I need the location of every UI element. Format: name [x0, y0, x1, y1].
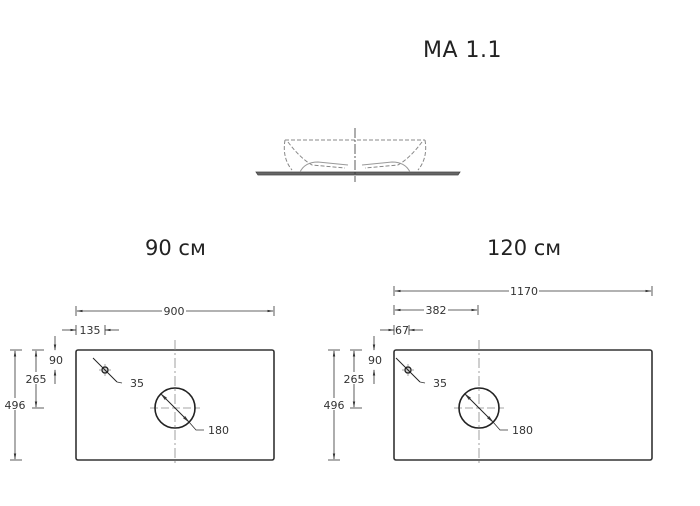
dim-width-90: 900: [164, 305, 185, 318]
dim-hole-diameter-90: 35: [130, 377, 144, 390]
drawing-90cm: 900 135 90 265 496 35 180: [2, 304, 275, 466]
dim-hole-x-120: 67: [395, 324, 409, 337]
dim-basin-y-120: 265: [344, 373, 365, 386]
dim-width-120: 1170: [510, 285, 538, 298]
variant-label-90: 90 см: [145, 236, 206, 260]
drawing-120cm: 1170 382 67 90 265 496 35 180: [321, 284, 653, 466]
dim-hole-y-120: 90: [368, 354, 382, 367]
variant-label-120: 120 см: [487, 236, 562, 260]
dim-hole-x-90: 135: [80, 324, 101, 337]
side-view: [255, 128, 461, 182]
model-title: MA 1.1: [423, 38, 503, 63]
dim-hole-diameter-120: 35: [433, 377, 447, 390]
dim-basin-diameter-120: 180: [512, 424, 533, 437]
dim-depth-120: 496: [324, 399, 345, 412]
dim-hole-y-90: 90: [49, 354, 63, 367]
dim-basin-y-90: 265: [26, 373, 47, 386]
dim-basin-diameter-90: 180: [208, 424, 229, 437]
dim-basin-x-120: 382: [426, 304, 447, 317]
dim-depth-90: 496: [5, 399, 26, 412]
